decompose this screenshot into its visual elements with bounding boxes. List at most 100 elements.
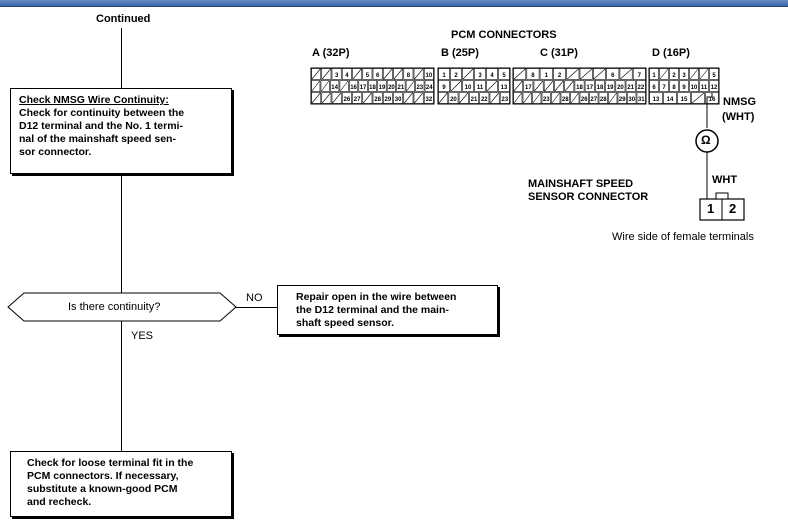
terminal-number: 9: [682, 85, 686, 91]
terminal-number: 22: [638, 85, 645, 91]
empty-cavity-slash: [513, 92, 522, 104]
terminal-number: 17: [360, 85, 367, 91]
terminal-number: 14: [331, 85, 338, 91]
connector-cavity: [438, 80, 450, 92]
terminal-number: 18: [369, 85, 376, 91]
empty-cavity-slash: [450, 80, 462, 92]
connector-cavity: [341, 92, 352, 104]
terminal-number: 17: [586, 85, 593, 91]
wht-label: WHT: [712, 174, 738, 186]
final-check-line: Check for loose terminal fit in the: [27, 457, 194, 469]
terminal-number: 1: [652, 73, 656, 79]
final-check-line: and recheck.: [27, 496, 92, 508]
flow-line-bottom: [121, 321, 122, 451]
terminal-number: 10: [465, 85, 472, 91]
terminal-number: 1: [545, 73, 549, 79]
connector-cavity: [617, 92, 627, 104]
connector-cavity: [331, 68, 342, 80]
empty-cavity-slash: [699, 68, 709, 80]
empty-cavity-slash: [311, 92, 321, 104]
terminal-number: 3: [682, 73, 686, 79]
empty-cavity-slash: [513, 80, 523, 92]
empty-cavity-slash: [459, 92, 469, 104]
check-nmsg-line: Check for continuity between the: [19, 107, 185, 119]
terminal-number: 21: [471, 97, 478, 103]
terminal-number: 5: [712, 73, 716, 79]
terminal-number: 26: [581, 97, 588, 103]
flow-line-mid: [121, 173, 122, 293]
empty-cavity-slash: [486, 80, 498, 92]
empty-cavity-slash: [593, 68, 606, 80]
terminal-number: 28: [374, 97, 381, 103]
connector-cavity: [632, 68, 646, 80]
window-top-bar: [0, 0, 788, 7]
terminal-number: 10: [691, 85, 698, 91]
connector-a-label: A (32P): [312, 47, 350, 59]
terminal-number: 30: [628, 97, 635, 103]
connector-cavity: [584, 80, 595, 92]
connector-cavity: [372, 68, 383, 80]
connector-cavity: [627, 92, 637, 104]
terminal-number: 12: [711, 85, 718, 91]
empty-cavity-slash: [404, 92, 413, 104]
terminal-number: 24: [426, 85, 433, 91]
flow-line-top: [121, 28, 122, 88]
empty-cavity-slash: [523, 92, 532, 104]
terminal-number: 6: [652, 85, 656, 91]
connector-cavity: [424, 80, 434, 92]
decision-yes-label: YES: [131, 330, 154, 342]
connector-cavity: [330, 80, 340, 92]
connector-cavity: [560, 92, 570, 104]
connector-cavity: [606, 68, 620, 80]
connector-cavity: [423, 68, 434, 80]
terminal-number: 32: [426, 97, 433, 103]
terminal-number: 28: [562, 97, 569, 103]
empty-cavity-slash: [321, 80, 330, 92]
connector-cavity: [689, 80, 699, 92]
empty-cavity-slash: [544, 80, 554, 92]
empty-cavity-slash: [554, 80, 564, 92]
terminal-number: 23: [416, 85, 423, 91]
decision-hexagon: [7, 292, 237, 322]
connector-cavity: [669, 80, 679, 92]
empty-cavity-slash: [462, 68, 474, 80]
connector-cavity: [358, 80, 368, 92]
final-check-line: PCM connectors. If necessary,: [27, 470, 179, 482]
connector-cavity: [352, 92, 363, 104]
terminal-number: 19: [607, 85, 614, 91]
terminal-number: 16: [350, 85, 357, 91]
sensor-pin-1: 1: [707, 201, 715, 216]
connector-cavity: [649, 80, 659, 92]
check-nmsg-line: nal of the mainshaft speed sen-: [19, 133, 176, 145]
connector-cavity: [659, 80, 669, 92]
terminal-number: 4: [345, 73, 349, 79]
connector-cavity: [541, 92, 551, 104]
empty-cavity-slash: [414, 92, 423, 104]
continued-label: Continued: [96, 13, 151, 25]
terminal-number: 16: [709, 97, 716, 103]
connector-cavity: [574, 80, 585, 92]
empty-cavity-slash: [438, 92, 448, 104]
check-nmsg-heading: Check NMSG Wire Continuity:: [19, 94, 169, 106]
connector-cavity: [486, 68, 498, 80]
terminal-number: 2: [672, 73, 676, 79]
connector-cavity: [615, 80, 626, 92]
terminal-number: 20: [617, 85, 624, 91]
connector-cavity: [469, 92, 479, 104]
terminal-number: 4: [490, 73, 494, 79]
decision-no-label: NO: [246, 292, 263, 304]
sensor-label-1: MAINSHAFT SPEED: [528, 178, 634, 190]
connector-cavity: [677, 92, 691, 104]
repair-box: Repair open in the wire between the D12 …: [277, 285, 498, 335]
connector-cavity: [605, 80, 616, 92]
connector-cavity: [649, 92, 663, 104]
terminal-number: 29: [385, 97, 392, 103]
empty-cavity-slash: [490, 92, 499, 104]
nmsg-label: NMSG: [723, 96, 756, 108]
connector-cavity: [341, 68, 352, 80]
connector-cavity: [386, 80, 396, 92]
connector-cavity: [553, 68, 567, 80]
nmsg-color-label: (WHT): [722, 111, 755, 123]
check-nmsg-box: Check NMSG Wire Continuity: Check for co…: [10, 88, 232, 174]
connector-cavity: [636, 92, 646, 104]
